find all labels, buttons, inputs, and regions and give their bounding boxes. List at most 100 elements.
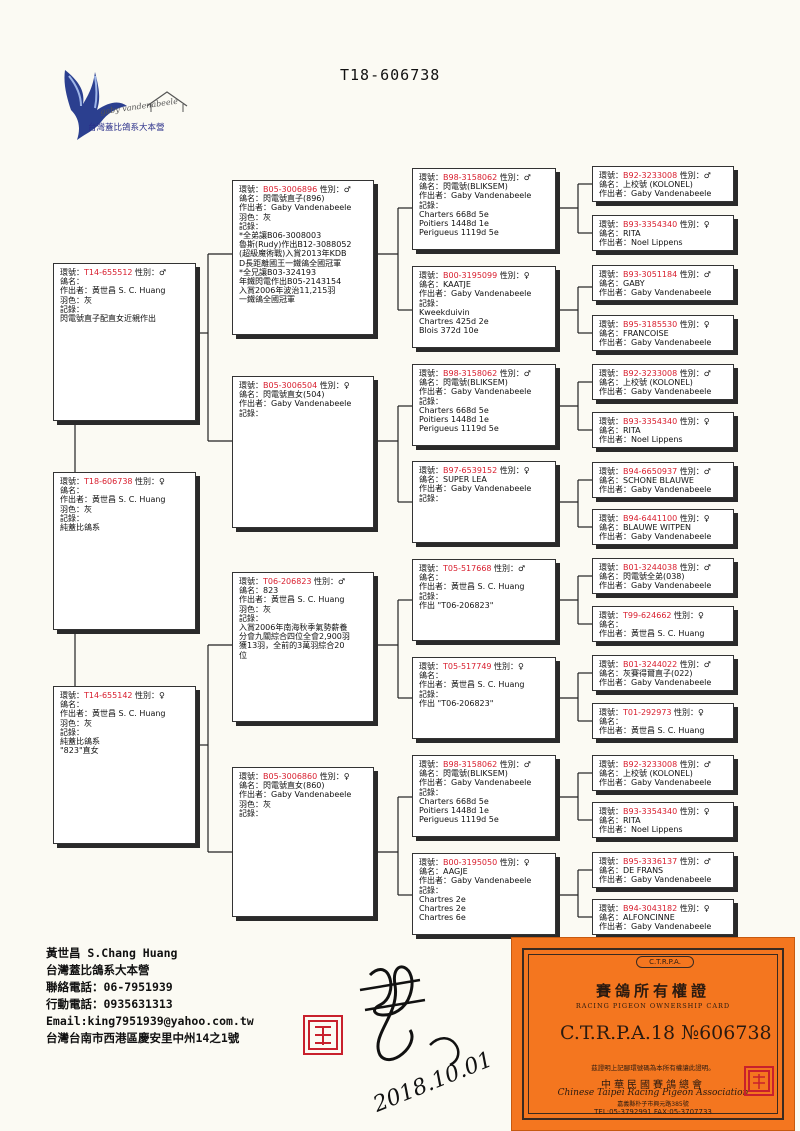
card-line: 記錄： <box>419 787 443 797</box>
card-line: Poitiers 1448d 1e <box>419 415 489 425</box>
card-header: 環號：B94-3043182 性別：♀ <box>599 904 727 913</box>
card-line: 羽色：灰 <box>239 604 271 614</box>
pedigree-card-dam: 環號：T14-655142 性別：♀鴿名：作出者：黃世昌 S. C. Huang… <box>53 686 196 844</box>
card-line: 鴿名：上校號 (KOLONEL) <box>599 378 693 388</box>
sex-label: 性別： <box>677 760 704 769</box>
ring-number: B00-3195050 <box>443 858 498 867</box>
male-symbol-icon: ♂ <box>523 760 531 769</box>
pedigree-card-ggp9: 環號：B01-3244038 性別：♂鴿名：閃電號全弟(038)作出者：Gaby… <box>592 558 734 594</box>
sex-label: 性別： <box>132 691 160 700</box>
male-symbol-icon: ♂ <box>338 577 346 586</box>
sex-label: 性別： <box>317 381 344 390</box>
ownership-certificate: C.T.R.P.A. 賽鴿所有權證 RACING PIGEON OWNERSHI… <box>511 937 795 1131</box>
card-line: 記錄： <box>419 689 443 699</box>
female-symbol-icon: ♀ <box>703 220 710 229</box>
card-line: 鴿名： <box>599 717 623 727</box>
male-symbol-icon: ♂ <box>523 173 531 182</box>
card-line: 鴿名：灰賽得爾直子(022) <box>599 669 693 679</box>
ring-label: 環號： <box>239 577 263 586</box>
ring-number: B94-6650937 <box>623 467 678 476</box>
ring-label: 環號： <box>599 904 623 913</box>
male-symbol-icon: ♂ <box>703 760 711 769</box>
female-symbol-icon: ♀ <box>343 772 350 781</box>
sex-label: 性別： <box>317 772 344 781</box>
ring-number: T06-206823 <box>263 577 312 586</box>
card-header: 環號：B92-3233008 性別：♂ <box>599 760 727 769</box>
card-line: 記錄： <box>239 221 263 231</box>
card-line: 鴿名： <box>60 486 84 496</box>
card-line: 作出者：Gaby Vandenabeele <box>419 778 532 788</box>
ring-label: 環號： <box>419 858 443 867</box>
ring-number: B93-3354340 <box>623 417 678 426</box>
male-symbol-icon: ♂ <box>523 369 531 378</box>
sex-label: 性別： <box>677 467 704 476</box>
card-header: 環號：B05-3006860 性別：♀ <box>239 772 367 781</box>
sex-label: 性別： <box>497 173 524 182</box>
card-line: 作出 "T06-206823" <box>419 600 494 610</box>
card-header: 環號：B95-3185530 性別：♀ <box>599 320 727 329</box>
card-line: Charters 668d 5e <box>419 209 489 219</box>
card-line: 記錄： <box>419 298 443 308</box>
card-line: 獲13羽，全前的3萬羽綜合20 <box>239 641 345 651</box>
pedigree-card-ggp11: 環號：B01-3244022 性別：♂鴿名：灰賽得爾直子(022)作出者：Gab… <box>592 655 734 691</box>
sex-label: 性別： <box>677 660 704 669</box>
card-line: 作出者：Noel Lippens <box>599 825 683 835</box>
ring-number: B98-3158062 <box>443 760 498 769</box>
card-header: 環號：B92-3233008 性別：♂ <box>599 369 727 378</box>
card-line: 記錄： <box>419 885 443 895</box>
pedigree-card-ggp1: 環號：B92-3233008 性別：♂鴿名：上校號 (KOLONEL)作出者：G… <box>592 166 734 202</box>
ring-label: 環號： <box>599 660 623 669</box>
ring-number: B95-3336137 <box>623 857 678 866</box>
card-line: 記錄： <box>239 613 263 623</box>
card-line: 作出者：Gaby Vandenabeele <box>599 875 712 885</box>
sex-label: 性別： <box>497 369 524 378</box>
sex-label: 性別： <box>677 220 704 229</box>
card-line: 鴿名：閃電號直女(504) <box>239 390 325 400</box>
card-line: 作出者：Noel Lippens <box>599 238 683 248</box>
card-header: 環號：T01-292973 性別：♀ <box>599 708 727 717</box>
card-line: 作出者：Gaby Vandenabeele <box>599 387 712 397</box>
card-line: 羽色：灰 <box>60 295 92 305</box>
ring-label: 環號： <box>239 185 263 194</box>
card-header: 環號：B05-3006504 性別：♀ <box>239 381 367 390</box>
ring-number: B93-3354340 <box>623 220 678 229</box>
sex-label: 性別： <box>677 270 704 279</box>
card-header: 環號：B97-6539152 性別：♀ <box>419 466 549 475</box>
card-line: 閃電號直子配直女近親作出 <box>60 314 156 324</box>
ring-label: 環號： <box>599 807 623 816</box>
card-line: 作出者：黃世昌 S. C. Huang <box>419 582 525 592</box>
card-line: 作出者：Gaby Vandenabeele <box>599 532 712 542</box>
card-header: 環號：B93-3051184 性別：♂ <box>599 270 727 279</box>
card-header: 環號：B98-3158062 性別：♂ <box>419 173 549 182</box>
sex-label: 性別： <box>677 563 704 572</box>
female-symbol-icon: ♀ <box>703 514 710 523</box>
card-line: 鴿名： <box>599 620 623 630</box>
card-line: Chartres 6e <box>419 913 466 923</box>
sex-label: 性別： <box>677 417 704 426</box>
ring-number: B92-3233008 <box>623 760 678 769</box>
card-line: 記錄： <box>239 408 263 418</box>
ring-number: B93-3354340 <box>623 807 678 816</box>
male-symbol-icon: ♂ <box>703 270 711 279</box>
sex-label: 性別： <box>677 514 704 523</box>
contact-org: 台灣蓋比鴿系大本營 <box>46 963 150 977</box>
ring-number: B05-3006504 <box>263 381 318 390</box>
male-symbol-icon: ♂ <box>703 857 711 866</box>
ring-number: T99-624662 <box>623 611 672 620</box>
card-line: 作出者：Gaby Vandenabeele <box>239 203 352 213</box>
card-line: 作出者：黃世昌 S. C. Huang <box>599 726 705 736</box>
card-line: 鴿名：SCHONE BLAUWE <box>599 476 694 486</box>
ring-number: T05-517749 <box>443 662 492 671</box>
card-line: 鴿名：RITA <box>599 426 641 436</box>
sex-label: 性別： <box>311 577 339 586</box>
card-line: 鴿名：KAATJE <box>419 280 471 290</box>
female-symbol-icon: ♀ <box>523 858 530 867</box>
ring-label: 環號： <box>599 760 623 769</box>
ring-number: B00-3195099 <box>443 271 498 280</box>
card-header: 環號：B98-3158062 性別：♂ <box>419 369 549 378</box>
card-header: 環號：T14-655512 性別：♂ <box>60 268 189 277</box>
card-header: 環號：B93-3354340 性別：♀ <box>599 417 727 426</box>
